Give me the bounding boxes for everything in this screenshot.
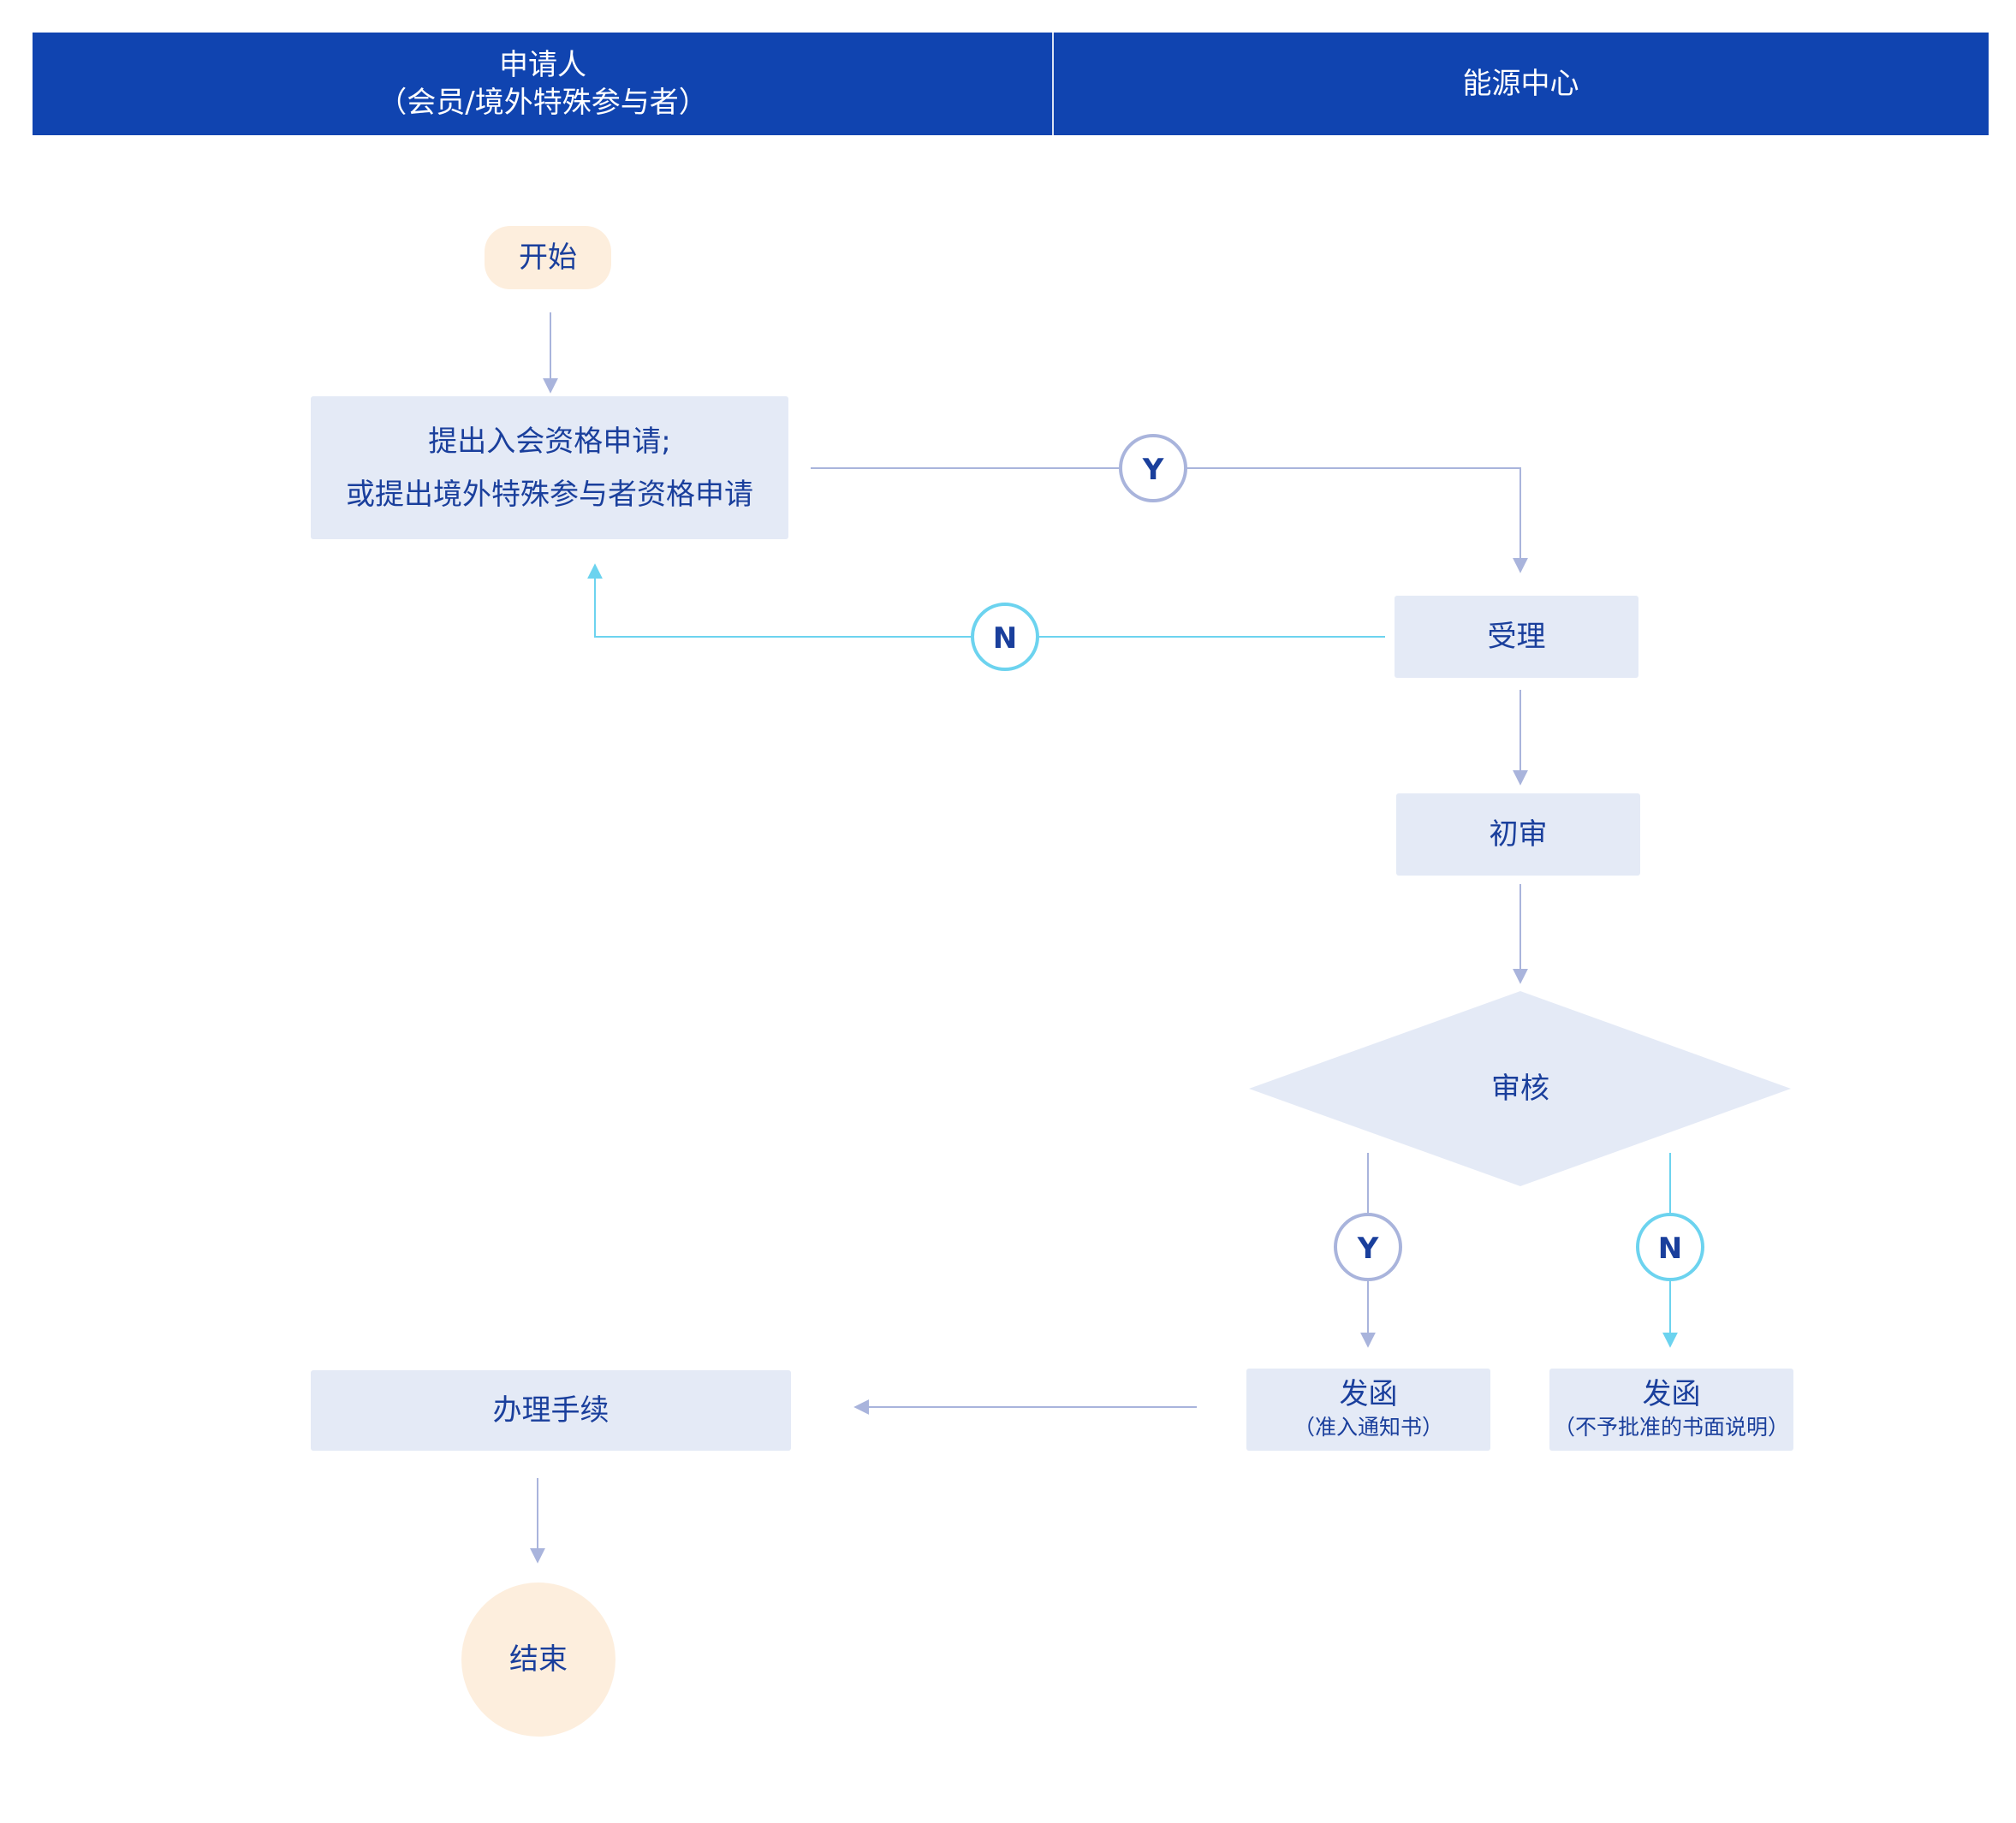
review-label: 审核 bbox=[1491, 1072, 1549, 1106]
start-label: 开始 bbox=[519, 240, 577, 275]
apply-line-1: 提出入会资格申请; bbox=[428, 424, 671, 459]
lane-divider bbox=[1052, 33, 1054, 135]
end-label: 结束 bbox=[509, 1642, 568, 1677]
connector-apply-to-accept-yes bbox=[811, 467, 1528, 573]
accept-node: 受理 bbox=[1395, 596, 1638, 678]
decision-badge-accept-no: N bbox=[971, 603, 1039, 671]
letter-yes-node: 发函 （准入通知书） bbox=[1246, 1369, 1490, 1451]
lane-title-applicant: 申请人 bbox=[499, 48, 586, 82]
svg-text:Y: Y bbox=[1357, 1232, 1379, 1266]
process-node: 办理手续 bbox=[311, 1370, 791, 1451]
svg-text:Y: Y bbox=[1142, 453, 1164, 487]
svg-text:N: N bbox=[1658, 1232, 1682, 1266]
letter-no-node: 发函 （不予批准的书面说明） bbox=[1549, 1369, 1793, 1451]
lane-header-applicant: 申请人 （会员/境外特殊参与者） bbox=[33, 33, 1053, 135]
letter-yes-title: 发函 bbox=[1339, 1377, 1398, 1411]
review-decision-diamond bbox=[1249, 991, 1791, 1186]
letter-no-subtitle: （不予批准的书面说明） bbox=[1553, 1415, 1789, 1440]
preliminary-review-label: 初审 bbox=[1489, 817, 1548, 852]
accept-label: 受理 bbox=[1487, 620, 1546, 654]
letter-yes-subtitle: （准入通知书） bbox=[1293, 1415, 1443, 1440]
letter-no-title: 发函 bbox=[1642, 1377, 1701, 1411]
lane-title-energy-center: 能源中心 bbox=[1462, 67, 1579, 101]
decision-badge-review-yes: Y bbox=[1334, 1213, 1402, 1281]
lane-subtitle-applicant: （会员/境外特殊参与者） bbox=[378, 86, 708, 120]
process-label: 办理手续 bbox=[492, 1393, 610, 1428]
start-node: 开始 bbox=[485, 226, 611, 289]
decision-badge-apply-yes: Y bbox=[1119, 434, 1187, 502]
review-label-container: 审核 bbox=[1392, 1059, 1649, 1119]
apply-node: 提出入会资格申请; 或提出境外特殊参与者资格申请 bbox=[311, 396, 788, 539]
svg-text:N: N bbox=[993, 621, 1017, 656]
lane-header-energy-center: 能源中心 bbox=[1053, 33, 1989, 135]
decision-badge-review-no: N bbox=[1636, 1213, 1704, 1281]
preliminary-review-node: 初审 bbox=[1396, 793, 1640, 876]
apply-line-2: 或提出境外特殊参与者资格申请 bbox=[346, 477, 753, 512]
end-node: 结束 bbox=[461, 1583, 616, 1737]
connector-accept-to-apply-no bbox=[587, 563, 1385, 638]
